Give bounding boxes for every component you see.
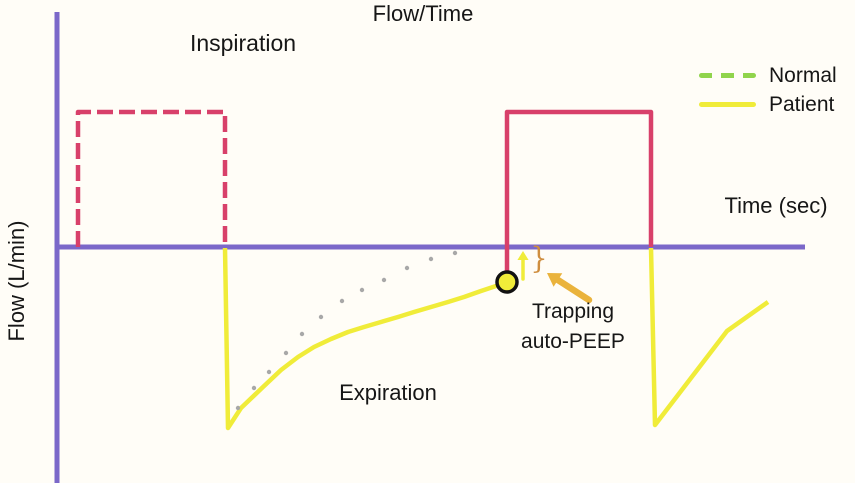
normal-dashed-line-swatch	[699, 73, 756, 78]
normal-expiration-dotted-dot-10	[428, 256, 434, 262]
trapping-callout-arrow-head	[547, 273, 563, 287]
inspiration-label: Inspiration	[189, 30, 297, 56]
trapping-auto-peep-label: Trapping auto-PEEP	[521, 297, 625, 357]
trapping-label-line1: Trapping	[531, 300, 615, 323]
normal-expiration-dotted-dot-8	[381, 277, 387, 283]
normal-expiration-dotted-dot-3	[283, 350, 289, 356]
legend-label-normal: Normal	[769, 63, 837, 87]
auto-peep-brace-glyph: }	[530, 241, 548, 276]
normal-expiration-dotted-dot-5	[318, 314, 324, 320]
expiration-label: Expiration	[339, 380, 437, 405]
legend: Normal Patient	[699, 61, 837, 119]
legend-item-normal: Normal	[699, 61, 837, 90]
auto-peep-gap-arrow-head	[517, 251, 529, 260]
normal-expiration-dotted-dot-1	[251, 385, 257, 391]
trapping-callout-arrow-shaft	[554, 276, 593, 304]
trapping-label-line2: auto-PEEP	[521, 330, 625, 353]
auto-peep-point-marker	[495, 270, 519, 294]
x-axis-label: Time (sec)	[724, 193, 828, 218]
patient-expiration-breath1	[222, 247, 505, 431]
normal-expiration-dotted-dot-0	[235, 405, 241, 411]
patient-solid-line-swatch	[699, 102, 756, 107]
legend-item-patient: Patient	[699, 90, 837, 119]
normal-expiration-dotted-dot-2	[266, 369, 272, 375]
y-axis-label: Flow (L/min)	[3, 220, 29, 342]
figure-title: Flow/Time	[372, 1, 474, 26]
inspiration-square-wave-breath1	[75, 109, 228, 247]
patient-expiration-breath2	[648, 247, 770, 428]
normal-expiration-dotted-dot-11	[452, 250, 458, 256]
normal-expiration-dotted-dot-6	[339, 298, 345, 304]
normal-expiration-dotted-dot-4	[299, 331, 305, 337]
legend-label-patient: Patient	[769, 92, 835, 116]
normal-expiration-dotted-dot-9	[404, 265, 410, 271]
normal-expiration-dotted-dot-7	[359, 287, 365, 293]
inspiration-square-wave-breath2	[504, 109, 654, 273]
